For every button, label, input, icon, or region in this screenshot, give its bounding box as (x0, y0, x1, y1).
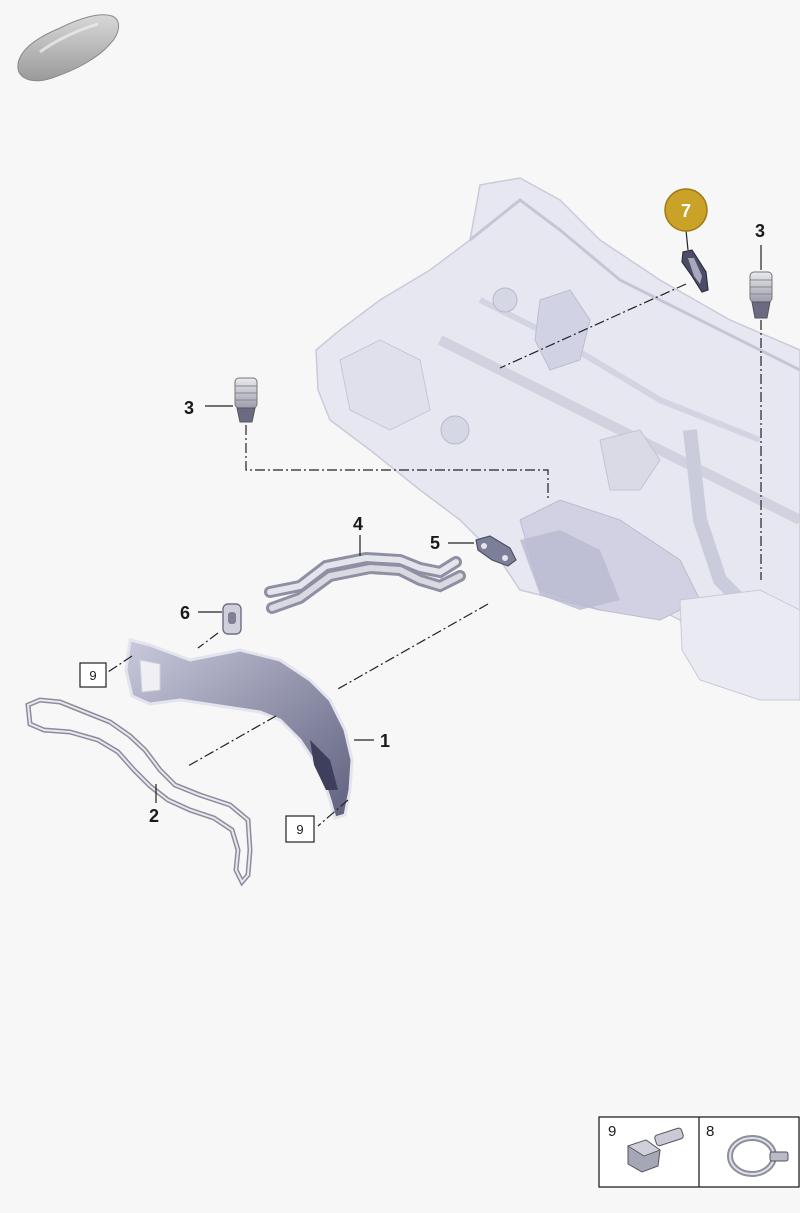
fastener-legend: 9 8 (598, 1116, 800, 1188)
ref-9-upper[interactable]: 9 (79, 662, 107, 688)
callout-7-highlighted[interactable]: 7 (664, 188, 708, 232)
legend-label: 9 (608, 1123, 616, 1140)
part-6-grommet[interactable] (222, 603, 242, 635)
callout-label: 6 (180, 603, 190, 623)
part-7-seal-ring[interactable] (681, 249, 709, 293)
ref-9-lower[interactable]: 9 (285, 815, 315, 843)
callout-label: 5 (430, 533, 440, 553)
part-3-clip-left[interactable] (234, 377, 258, 423)
bolt-icon (627, 1127, 684, 1173)
callout-6[interactable]: 6 (180, 603, 190, 623)
callout-label: 7 (681, 201, 691, 221)
callout-label: 3 (184, 398, 194, 418)
legend-label: 8 (706, 1123, 714, 1140)
assembly-lines (107, 283, 762, 827)
part-1-cover[interactable] (124, 638, 354, 820)
part-3-clip-right[interactable] (749, 271, 773, 319)
callout-label: 4 (353, 514, 363, 534)
part-5-seal-plate[interactable] (475, 535, 517, 567)
legend-item-hose-clamp[interactable]: 8 (706, 1123, 789, 1177)
callout-3-left[interactable]: 3 (184, 398, 194, 418)
callout-1[interactable]: 1 (380, 731, 390, 751)
callout-4[interactable]: 4 (353, 514, 363, 534)
leader-lines (155, 229, 762, 803)
highlight-badge (664, 188, 708, 232)
boxed-ref-label: 9 (296, 822, 303, 837)
part-2-seal[interactable] (25, 697, 253, 887)
callout-2[interactable]: 2 (149, 806, 159, 826)
part-4-pipes[interactable] (264, 551, 466, 614)
callout-3-right[interactable]: 3 (755, 221, 765, 241)
callout-label: 2 (149, 806, 159, 826)
callout-label: 1 (380, 731, 390, 751)
callout-5[interactable]: 5 (430, 533, 440, 553)
callout-label: 3 (755, 221, 765, 241)
front-body-structure (315, 177, 800, 701)
boxed-ref-label: 9 (89, 668, 96, 683)
car-silhouette-icon (17, 14, 119, 82)
legend-item-bolt[interactable]: 9 (608, 1123, 684, 1173)
hose-clamp-icon (727, 1135, 789, 1177)
